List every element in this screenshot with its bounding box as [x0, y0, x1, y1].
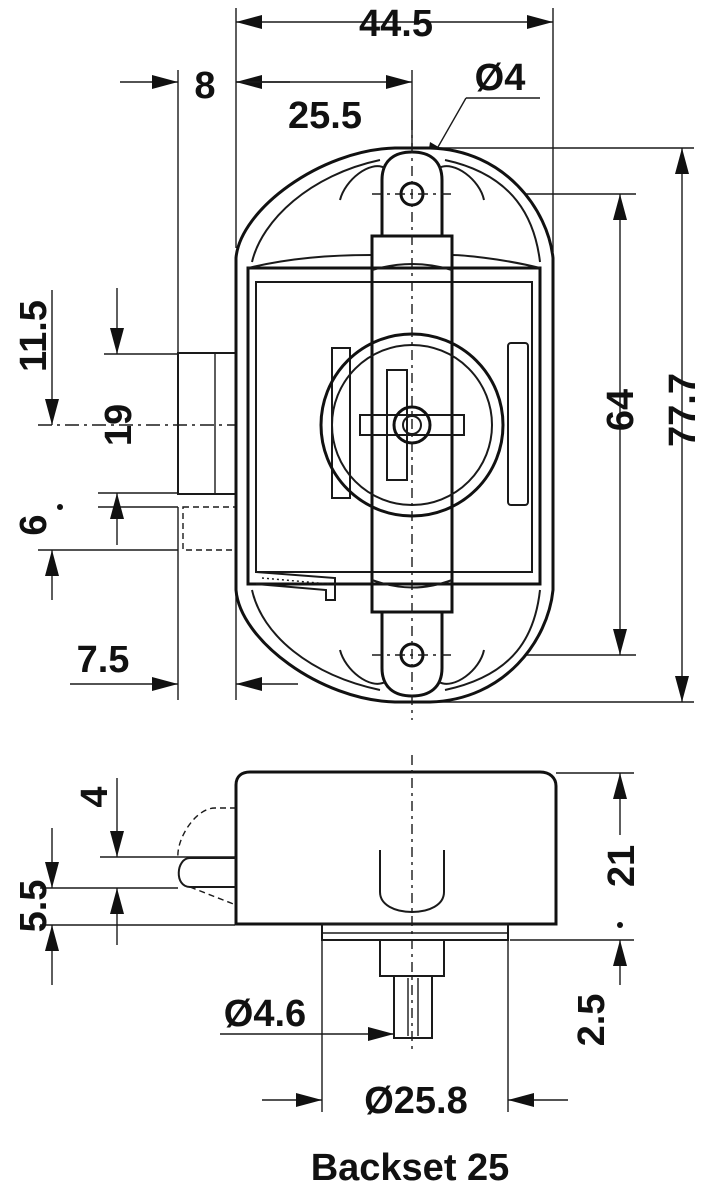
rosette-flange [321, 923, 509, 941]
dim-hole-diameter: Ø4 [475, 57, 526, 99]
dim-side-bolt-offset: 5.5 [13, 880, 55, 933]
caption: Backset 25 [311, 1147, 510, 1189]
dim-bolt-gap: 6 [13, 514, 55, 535]
dim-bolt-projection: 7.5 [77, 639, 130, 681]
front-view: 44.5 8 25.5 Ø4 77.7 64 [13, 3, 704, 720]
lock-body-side [234, 770, 558, 926]
dim-hole-spacing: 64 [600, 389, 642, 431]
latch-bolt [177, 352, 237, 495]
dim-bolt-height: 19 [98, 404, 140, 446]
dim-overall-width: 44.5 [359, 3, 433, 45]
dim-spindle-diameter: Ø4.6 [224, 993, 306, 1035]
dim-rosette-diameter: Ø25.8 [364, 1080, 468, 1122]
dim-overall-height: 77.7 [662, 373, 704, 447]
dim-offset-8: 8 [194, 65, 215, 107]
dim-side-bolt-height: 4 [74, 786, 116, 807]
dim-bolt-top: 11.5 [13, 300, 55, 372]
dim-center-offset: 25.5 [288, 95, 362, 137]
spindle [393, 975, 433, 1039]
dim-flange-depth: 2.5 [571, 994, 613, 1047]
dim-body-depth: 21 [601, 845, 643, 887]
side-view: 4 5.5 21 2.5 Ø4.6 Ø25.8 [13, 755, 643, 1122]
